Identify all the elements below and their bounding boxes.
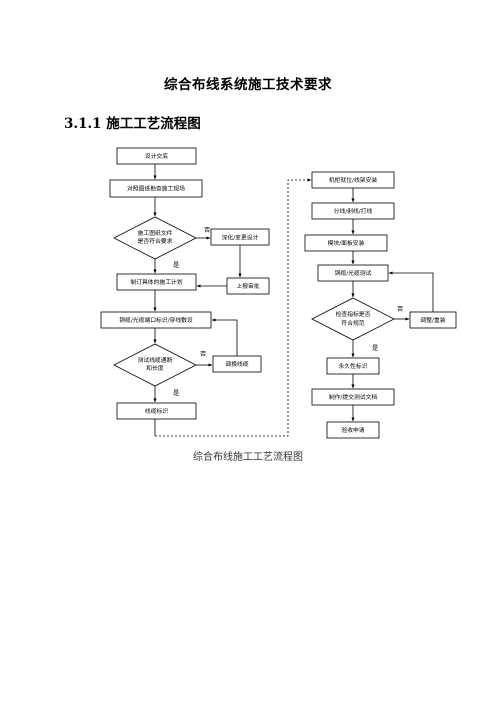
label-no-2: 否 <box>200 351 206 358</box>
label-yes-1: 是 <box>173 262 179 269</box>
text-wire-split: 分线/剥线/打线 <box>334 207 373 215</box>
document-title: 综合布线系统施工技术要求 <box>164 77 332 93</box>
text-design-disclosure: 设计交底 <box>145 152 168 160</box>
text-decision-spec-2: 符合规范 <box>341 319 364 327</box>
node-label-install <box>100 311 212 329</box>
node-make-plan <box>116 273 197 291</box>
text-test-docs: 制作/提交测试文档 <box>329 393 378 401</box>
text-deepen-design: 深化/变更设计 <box>222 234 259 242</box>
text-make-plan: 制订具体的施工计划 <box>130 278 182 286</box>
text-acceptance: 验收申请 <box>341 426 364 434</box>
node-acceptance <box>326 421 380 439</box>
text-replace-cable: 调换线缆 <box>225 360 248 368</box>
decision-drawings <box>113 216 197 260</box>
text-cable-test: 铜缆/光缆测试 <box>335 269 372 277</box>
decision-cable-test <box>113 343 197 387</box>
text-decision-test-2: 和长度 <box>146 364 164 372</box>
text-module-install: 模块/面板安装 <box>328 239 365 247</box>
text-submit-review: 上报审批 <box>236 282 259 290</box>
section-heading: 3.1.1 施工工艺流程图 <box>64 116 201 132</box>
node-module-install <box>304 234 388 252</box>
label-no-3: 否 <box>397 306 403 313</box>
label-no-1: 否 <box>204 227 210 234</box>
node-cable-marking <box>116 402 197 420</box>
text-permanent-label: 永久性标识 <box>339 362 368 370</box>
text-decision-spec-1: 检查指标是否 <box>336 310 371 318</box>
text-label-install: 铜缆/光缆端口标识/穿线敷设 <box>119 316 193 324</box>
text-site-survey: 对照图纸勘查施工现场 <box>127 185 185 193</box>
text-rack-install: 机柜就位/线架安装 <box>329 176 378 184</box>
node-design-disclosure <box>116 147 197 165</box>
decision-spec-check <box>311 297 395 341</box>
text-decision-drawings-1: 施工图纸文件 <box>138 229 173 237</box>
text-decision-drawings-2: 是否符合要求 <box>138 237 173 245</box>
text-cable-marking: 线缆标识 <box>145 407 168 415</box>
text-adjust-reinstall: 调整/重装 <box>420 316 445 324</box>
figure-caption: 综合布线施工工艺流程图 <box>193 452 303 463</box>
label-yes-2: 是 <box>173 390 179 397</box>
node-site-survey <box>109 179 203 198</box>
label-yes-3: 是 <box>372 345 378 352</box>
text-decision-test-1: 测试线缆通断 <box>138 356 173 364</box>
